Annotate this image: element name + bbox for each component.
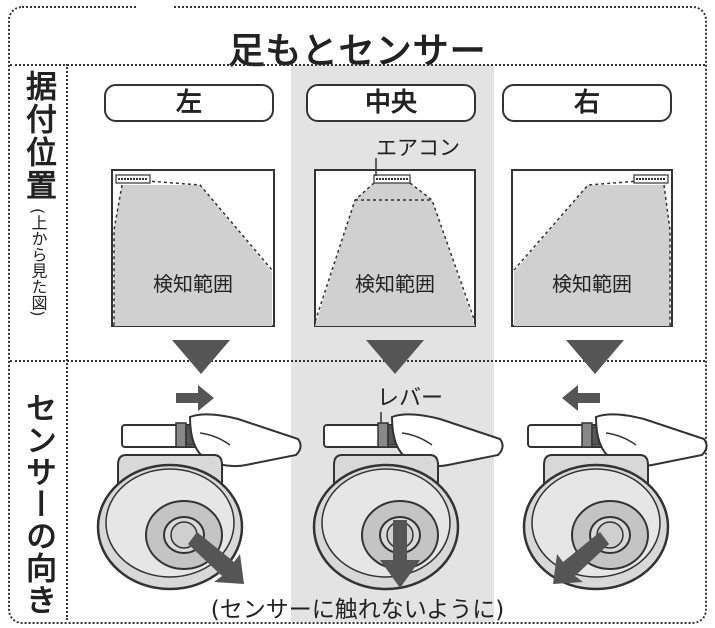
install-label-main: 据付位置 xyxy=(20,70,56,202)
outer-frame xyxy=(8,6,707,624)
direction-label-main: センサーの向き xyxy=(20,392,56,616)
frame-notch xyxy=(138,0,174,12)
slide-arrow-right xyxy=(176,385,214,411)
detection-label-center: 検知範囲 xyxy=(355,272,435,296)
aircon-label: エアコン xyxy=(376,136,460,160)
slide-arrow-left xyxy=(562,385,600,411)
room-center xyxy=(314,158,476,327)
down-arrow-left xyxy=(172,340,230,374)
sensor-unit-center xyxy=(312,453,460,591)
bottom-note: (センサーに触れないように) xyxy=(210,597,505,623)
label-column-divider xyxy=(66,64,68,620)
install-label-sub: (上から見た図) xyxy=(28,208,48,317)
row-label-direction: センサーの向き xyxy=(14,392,62,620)
lever-label: レバー xyxy=(376,386,443,411)
sensor-direction-arrow-center xyxy=(380,520,420,588)
sensor-unit-right xyxy=(522,453,670,591)
position-pill-center: 中央 xyxy=(306,84,476,122)
sensor-direction-arrow-left xyxy=(188,532,244,584)
down-arrow-center xyxy=(366,340,424,374)
down-arrow-right xyxy=(566,340,624,374)
room-right xyxy=(511,169,673,327)
room-left xyxy=(111,169,275,327)
title-divider xyxy=(10,64,705,66)
position-pill-right: 右 xyxy=(502,84,672,122)
position-pill-left: 左 xyxy=(104,84,274,122)
detection-label-right: 検知範囲 xyxy=(552,272,632,296)
row-label-install: 据付位置 (上から見た図) xyxy=(14,70,62,320)
sensor-direction-arrow-right xyxy=(553,532,609,584)
row-divider xyxy=(10,360,705,362)
detection-label-left: 検知範囲 xyxy=(153,272,233,296)
